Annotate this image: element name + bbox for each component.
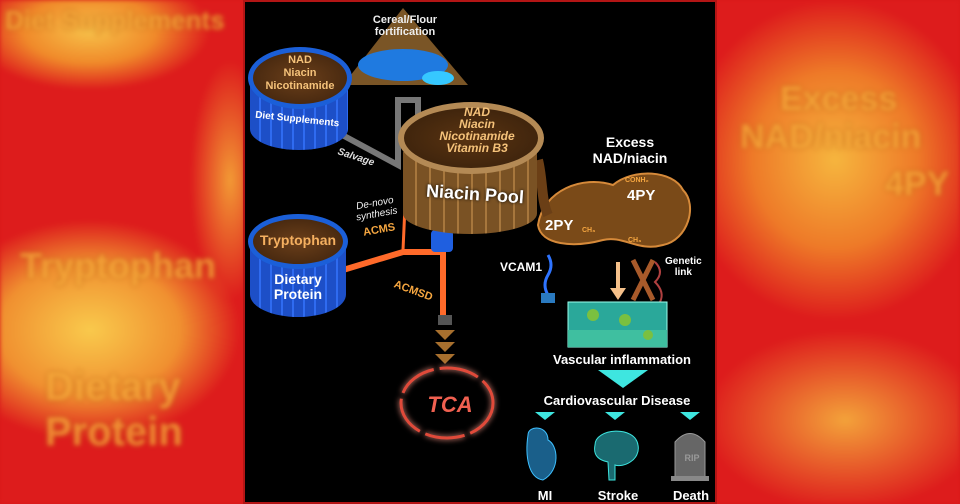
disease-label: Cardiovascular Disease [543, 393, 691, 408]
content-nicotinamide: Nicotinamide [265, 80, 335, 92]
metabolite-blob [536, 172, 692, 248]
excess-line2: NAD/niacin [592, 150, 668, 166]
tca-cycle [399, 366, 495, 440]
bg-text-protein: Protein [45, 410, 183, 454]
grain-icon [358, 49, 448, 81]
pool-niacin: Niacin [458, 117, 495, 131]
tomb-text: RIP [684, 453, 700, 463]
bg-text-tryptophan: Tryptophan [20, 245, 216, 286]
content-niacin: Niacin [283, 67, 317, 79]
fortification-line2: fortification [374, 26, 436, 38]
heart-icon [526, 427, 557, 481]
tap-icon [431, 230, 453, 252]
dietary-protein-label: Dietary Protein [250, 272, 346, 302]
genetic-line1: Genetic [665, 256, 702, 267]
tombstone-icon [674, 433, 706, 479]
pool-vitamin-b3: Vitamin B3 [446, 141, 508, 155]
fortification-line1: Cereal/Flour [372, 14, 438, 26]
vcam1-icon [543, 254, 553, 296]
denovo-pipe [342, 249, 446, 320]
outcome-stroke: Stroke [597, 488, 639, 503]
chevron-arrows [435, 330, 455, 364]
content-nad: NAD [288, 54, 312, 66]
supplements-contents: NAD Niacin Nicotinamide [248, 54, 352, 93]
metabolite-2py: 2PY [545, 217, 574, 234]
excess-label: Excess NAD/niacin [575, 134, 685, 166]
salvage-pipe [331, 97, 421, 171]
small-cyan-arrows [535, 412, 700, 420]
background-left: Diet Supplements Tryptophan Dietary Prot… [0, 0, 245, 504]
group-conh2: CONH₂ [625, 177, 649, 184]
bg-text-nad: NAD/niacin [740, 118, 922, 156]
diagram-graphics [331, 8, 709, 481]
pool-nicotinamide: Nicotinamide [439, 129, 515, 143]
bg-text-supplements: Diet Supplements [5, 5, 225, 35]
outcome-death: Death [672, 488, 710, 503]
bg-text-4py: 4PY [885, 165, 950, 203]
genetic-link-label: Genetic link [665, 256, 702, 278]
background-right: Excess NAD/niacin 4PY [715, 0, 960, 504]
vcam1-label: VCAM1 [500, 260, 543, 274]
outcome-mi: MI [537, 488, 553, 503]
brain-icon [594, 430, 639, 481]
bg-text-dietary: Dietary [45, 365, 181, 409]
excess-line1: Excess [605, 134, 655, 150]
diagram-panel: Cereal/Flour fortification NAD Niacin Ni… [243, 0, 717, 504]
genetic-line2: link [674, 267, 692, 278]
metabolite-4py: 4PY [627, 187, 656, 204]
inflammation-label: Vascular inflammation [553, 352, 691, 367]
tryptophan-label: Tryptophan [259, 232, 337, 248]
group-ch3-2py: CH₃ [582, 227, 596, 234]
pool-contents: NAD Niacin Nicotinamide Vitamin B3 [417, 106, 537, 154]
tca-label: TCA [427, 392, 473, 417]
protein-line: Protein [273, 286, 323, 302]
fortification-label: Cereal/Flour fortification [350, 14, 460, 38]
pool-nad: NAD [464, 105, 490, 119]
dietary-line: Dietary [274, 271, 322, 287]
big-cyan-arrow [598, 370, 648, 388]
chromosome-icon [630, 258, 656, 302]
group-ch3-4py: CH₃ [628, 237, 642, 244]
bg-text-excess: Excess [780, 80, 898, 118]
